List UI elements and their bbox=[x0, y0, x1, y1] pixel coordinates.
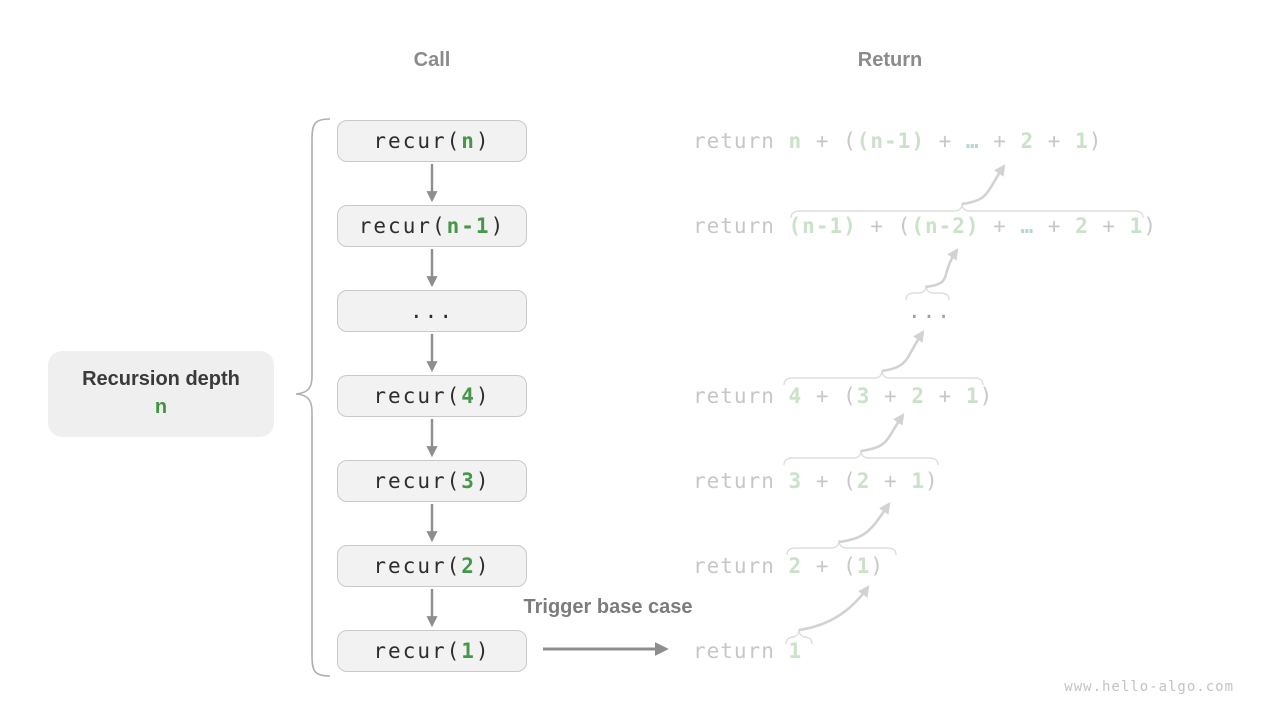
code-token: return bbox=[693, 554, 789, 578]
return-flow-arrow-icon bbox=[881, 330, 925, 373]
code-token: … bbox=[965, 129, 980, 153]
code-token: ) bbox=[1088, 129, 1103, 153]
return-line-return-n-1: return (n-1) + ((n-2) + … + 2 + 1) bbox=[693, 205, 1157, 247]
watermark: www.hello-algo.com bbox=[1064, 679, 1234, 695]
code-token: + bbox=[979, 129, 1021, 153]
code-token: return bbox=[693, 129, 789, 153]
code-token: 4 bbox=[788, 384, 803, 408]
code-token: 1 bbox=[1075, 129, 1089, 153]
code-token: ) bbox=[1143, 214, 1157, 238]
return-line-return-1: return 1 bbox=[693, 630, 802, 672]
code-token: recur( bbox=[373, 469, 462, 493]
code-token: 2 bbox=[911, 384, 925, 408]
code-token: return bbox=[693, 639, 789, 663]
code-token: 4 bbox=[461, 384, 476, 408]
code-token: n bbox=[461, 129, 476, 153]
code-token: + bbox=[979, 214, 1021, 238]
code-token: 1 bbox=[965, 384, 980, 408]
code-token: 3 bbox=[461, 469, 476, 493]
recursion-depth-label: Recursion depth n bbox=[48, 351, 274, 437]
recursion-depth-title: Recursion depth bbox=[82, 368, 240, 390]
code-token: return bbox=[693, 469, 789, 493]
code-token: + bbox=[1034, 129, 1076, 153]
code-token: return bbox=[693, 384, 789, 408]
code-token: 2 bbox=[1075, 214, 1089, 238]
call-box-ellipsis: ... bbox=[337, 290, 527, 332]
call-box-recur-1: recur(1) bbox=[337, 630, 527, 672]
code-token: n bbox=[788, 129, 803, 153]
call-column-header: Call bbox=[413, 49, 451, 71]
code-token: + ( bbox=[802, 469, 857, 493]
code-token: n-1 bbox=[446, 214, 491, 238]
return-line-return-ellipsis: ... bbox=[908, 290, 952, 332]
code-token: 1 bbox=[911, 469, 925, 493]
code-token: 3 bbox=[788, 469, 803, 493]
code-token: + bbox=[870, 384, 912, 408]
return-line-return-n: return n + ((n-1) + … + 2 + 1) bbox=[693, 120, 1102, 162]
code-token: (n-1) bbox=[856, 129, 925, 153]
code-token: 2 bbox=[856, 469, 871, 493]
call-box-recur-n-1: recur(n-1) bbox=[337, 205, 527, 247]
return-flow-arrow-icon bbox=[860, 413, 905, 453]
return-flow-arrow-icon bbox=[961, 164, 1006, 206]
code-token: + ( bbox=[802, 554, 857, 578]
code-token: ) bbox=[475, 384, 491, 408]
code-token: 2 bbox=[1020, 129, 1035, 153]
code-token: + bbox=[924, 129, 966, 153]
code-token: + bbox=[870, 469, 912, 493]
code-token: ... bbox=[908, 299, 952, 323]
code-token: + ( bbox=[802, 384, 857, 408]
return-line-return-3: return 3 + (2 + 1) bbox=[693, 460, 939, 502]
call-box-recur-3: recur(3) bbox=[337, 460, 527, 502]
code-token: return bbox=[693, 214, 789, 238]
code-token: (n-1) bbox=[788, 214, 857, 238]
call-box-recur-n: recur(n) bbox=[337, 120, 527, 162]
return-flow-arrow-icon bbox=[925, 248, 959, 289]
code-token: ) bbox=[475, 469, 491, 493]
return-line-return-4: return 4 + (3 + 2 + 1) bbox=[693, 375, 993, 417]
code-token: recur( bbox=[373, 384, 462, 408]
code-token: recur( bbox=[373, 129, 462, 153]
code-token: 1 bbox=[788, 639, 803, 663]
code-token: ) bbox=[979, 384, 994, 408]
trigger-base-case-label: Trigger base case bbox=[523, 596, 693, 618]
code-token: recur( bbox=[358, 214, 447, 238]
code-token: 2 bbox=[461, 554, 476, 578]
code-token: + bbox=[1088, 214, 1130, 238]
code-token: 1 bbox=[461, 639, 476, 663]
code-token: … bbox=[1020, 214, 1035, 238]
return-flow-arrow-icon bbox=[798, 585, 870, 632]
code-token: + bbox=[1034, 214, 1076, 238]
code-token: 2 bbox=[788, 554, 803, 578]
code-token: ... bbox=[410, 299, 454, 323]
code-token: + bbox=[925, 384, 966, 408]
code-token: (n-2) bbox=[911, 214, 980, 238]
code-token: 1 bbox=[856, 554, 871, 578]
call-box-recur-4: recur(4) bbox=[337, 375, 527, 417]
code-token: 1 bbox=[1129, 214, 1144, 238]
code-token: 3 bbox=[856, 384, 871, 408]
return-line-return-2: return 2 + (1) bbox=[693, 545, 884, 587]
code-token: + ( bbox=[856, 214, 912, 238]
code-token: ) bbox=[475, 129, 491, 153]
code-token: ) bbox=[925, 469, 939, 493]
code-token: recur( bbox=[373, 639, 462, 663]
code-token: ) bbox=[490, 214, 506, 238]
recursion-depth-value: n bbox=[154, 396, 168, 418]
code-token: recur( bbox=[373, 554, 462, 578]
code-token: ) bbox=[870, 554, 885, 578]
code-token: ) bbox=[475, 554, 491, 578]
call-box-recur-2: recur(2) bbox=[337, 545, 527, 587]
return-flow-arrow-icon bbox=[838, 502, 891, 544]
code-token: + ( bbox=[802, 129, 857, 153]
return-column-header: Return bbox=[857, 49, 923, 71]
depth-brace-icon bbox=[295, 118, 331, 677]
code-token: ) bbox=[475, 639, 491, 663]
